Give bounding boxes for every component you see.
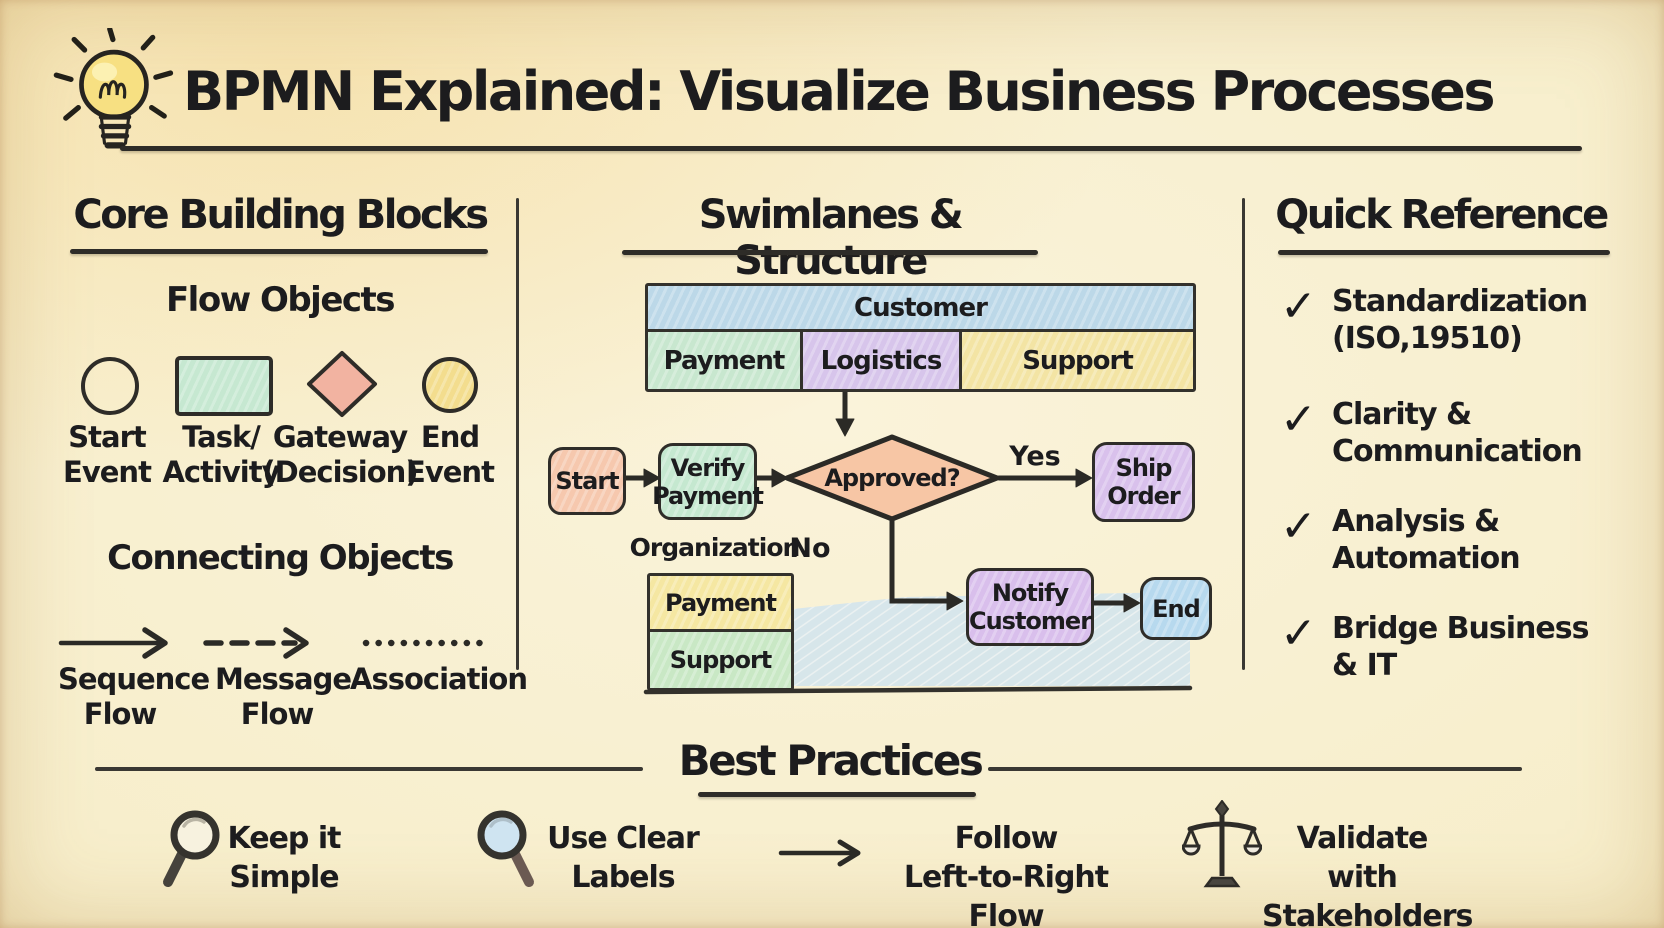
customer-pool: Customer Payment Logistics Support xyxy=(645,283,1196,392)
magnifier-icon xyxy=(163,810,220,887)
message-flow-arrow xyxy=(203,627,309,659)
organization-pool-label: Organization xyxy=(629,533,801,562)
qr-bridge: Bridge Business & IT xyxy=(1332,611,1589,683)
bp-keep-it-simple: Keep it Simple xyxy=(227,821,342,895)
org-lane-payment: Payment xyxy=(650,576,791,632)
title-underline xyxy=(120,146,1582,151)
best-practices-divider-right xyxy=(988,767,1522,771)
organization-pool: Payment Support xyxy=(647,573,794,691)
association-dots xyxy=(362,639,486,647)
lane-support: Support xyxy=(959,332,1193,389)
end-event-label: End Event xyxy=(406,420,495,489)
end-event-circle xyxy=(422,357,478,413)
core-blocks-title: Core Building Blocks xyxy=(73,192,489,238)
customer-pool-lanes: Payment Logistics Support xyxy=(648,332,1193,389)
qr-standardization: Standardization (ISO,19510) xyxy=(1332,284,1588,356)
quick-reference-underline xyxy=(1278,250,1610,255)
bp-validate-stakeholders: Validate with Stakeholders xyxy=(1262,821,1473,928)
bp-left-to-right: Follow Left-to-Right Flow xyxy=(903,821,1109,928)
association-label: Association xyxy=(350,662,528,696)
check-icon: ✓ xyxy=(1280,394,1317,445)
swimlanes-underline xyxy=(622,250,1038,255)
yes-branch-label: Yes xyxy=(1009,441,1061,472)
check-icon: ✓ xyxy=(1280,281,1317,332)
flow-objects-title: Flow Objects xyxy=(165,280,396,320)
core-blocks-underline xyxy=(70,249,488,254)
best-practices-divider-left xyxy=(95,767,643,771)
gateway-label: Gateway (Decision) xyxy=(262,420,418,489)
sequence-flow-label: Sequence Flow xyxy=(58,662,210,731)
column-divider-right xyxy=(1242,198,1245,670)
lane-payment: Payment xyxy=(648,332,800,389)
start-event-circle xyxy=(81,357,139,415)
lightbulb-icon xyxy=(53,28,174,149)
flow-gateway-approved-label: Approved? xyxy=(824,464,960,492)
column-divider-left xyxy=(516,198,519,670)
page-title: BPMN Explained: Visualize Business Proce… xyxy=(183,60,1496,123)
sequence-flow-arrow xyxy=(58,627,168,659)
flow-node-verify-payment: Verify Payment xyxy=(652,443,764,520)
pool-bottom-line xyxy=(643,685,1193,695)
check-icon: ✓ xyxy=(1280,608,1317,659)
org-lane-support: Support xyxy=(650,632,791,688)
flow-node-notify-customer: Notify Customer xyxy=(966,568,1094,646)
no-branch-label: No xyxy=(789,533,831,564)
connecting-objects-title: Connecting Objects xyxy=(107,538,454,578)
bp-use-clear-labels: Use Clear Labels xyxy=(547,821,700,895)
quick-reference-title: Quick Reference xyxy=(1275,192,1609,238)
check-icon: ✓ xyxy=(1280,501,1317,552)
customer-pool-header: Customer xyxy=(648,286,1193,332)
task-rectangle xyxy=(175,356,273,416)
scales-icon xyxy=(1182,800,1262,888)
flow-node-start: Start xyxy=(548,447,626,515)
task-activity-label: Task/ Activity xyxy=(162,420,280,489)
approved-gateway-diamond xyxy=(784,434,1000,522)
flow-node-ship-order: Ship Order xyxy=(1092,442,1195,522)
qr-clarity: Clarity & Communication xyxy=(1332,397,1583,469)
qr-analysis: Analysis & Automation xyxy=(1332,504,1521,576)
flow-node-end: End xyxy=(1140,577,1212,640)
arrow-icon xyxy=(778,839,861,867)
start-event-label: Start Event xyxy=(63,420,152,489)
gateway-diamond xyxy=(307,351,377,417)
magnifier-icon xyxy=(477,810,534,887)
best-practices-title: Best Practices xyxy=(678,736,984,785)
lane-logistics: Logistics xyxy=(800,332,959,389)
swimlanes-title: Swimlanes & Structure xyxy=(698,192,964,284)
best-practices-underline xyxy=(698,792,976,797)
message-flow-label: Message Flow xyxy=(215,662,352,731)
